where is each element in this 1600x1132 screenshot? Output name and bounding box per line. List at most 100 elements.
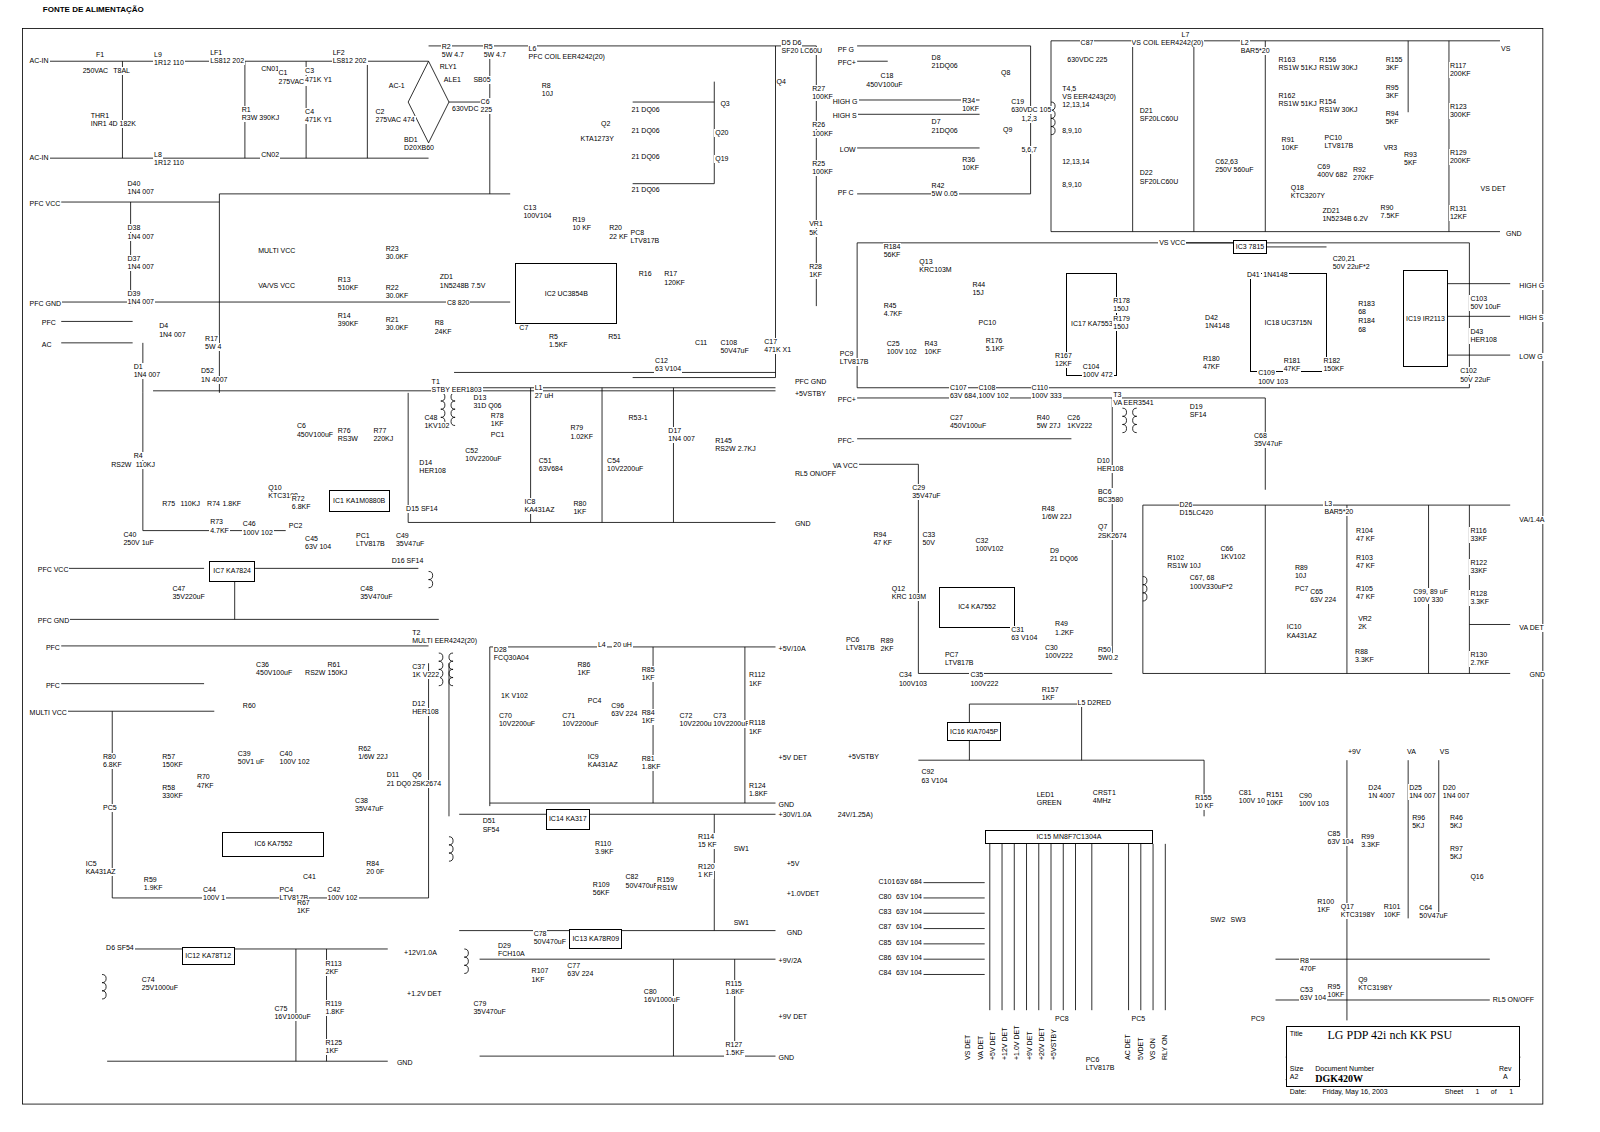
schematic-label: 33KF: [1469, 567, 1488, 575]
schematic-label: PFC-: [837, 437, 855, 445]
schematic-label: PC9: [1250, 1015, 1266, 1023]
schematic-label: FCQ30A04: [493, 654, 530, 662]
schematic-label: 1.8KF: [324, 1008, 345, 1016]
schematic-label: 150J: [1112, 305, 1129, 313]
schematic-label: R57: [161, 753, 176, 761]
schematic-label: R70: [196, 773, 211, 781]
schematic-label: 2SK2674: [1097, 532, 1128, 540]
schematic-label: Q3: [719, 100, 730, 108]
schematic-label: 1.8KF: [748, 790, 769, 798]
ic-label: of: [1491, 1088, 1497, 1096]
schematic-label: 63V 684: [895, 878, 923, 886]
schematic-label: PC5: [102, 804, 118, 812]
schematic-label: R67: [296, 899, 311, 907]
schematic-label: R78: [490, 412, 505, 420]
schematic-label: 2KF: [324, 968, 339, 976]
schematic-label: 5W0.2: [1097, 654, 1119, 662]
schematic-label: PFC COIL EER4242(20): [528, 53, 606, 61]
schematic-label: +30V/1.0A: [778, 811, 813, 819]
schematic-label: 1.02KF: [569, 433, 594, 441]
schematic-label: Q8: [1000, 69, 1011, 77]
schematic-label: VA DET: [977, 1035, 985, 1061]
schematic-label: C85: [1327, 830, 1342, 838]
schematic-label: 5W 4.7: [441, 51, 465, 59]
schematic-label: R13: [337, 276, 352, 284]
schematic-label: 5KJ: [1449, 822, 1463, 830]
schematic-label: C53: [1299, 986, 1314, 994]
ic-box: IC6 KA7552: [222, 832, 324, 858]
schematic-label: C77: [566, 962, 581, 970]
schematic-label: VS EER4243(20): [1061, 93, 1117, 101]
schematic-label: 100V 472: [1082, 371, 1114, 379]
schematic-label: AC-IN: [29, 154, 50, 162]
schematic-label: C37: [411, 663, 426, 671]
schematic-label: C48: [359, 585, 374, 593]
schematic-label: 50V47uF: [1418, 912, 1448, 920]
schematic-label: R75: [161, 500, 176, 508]
schematic-label: 450V100uF: [865, 81, 903, 89]
schematic-label: 390KF: [337, 320, 360, 328]
schematic-label: C87: [878, 923, 893, 931]
schematic-label: R105: [1355, 585, 1374, 593]
schematic-label: R50: [1097, 646, 1112, 654]
schematic-label: 1N4 007: [127, 298, 155, 306]
schematic-label: 100KF: [811, 93, 834, 101]
schematic-label: 47KF: [1283, 365, 1302, 373]
schematic-label: RL5 ON/OFF: [794, 470, 837, 478]
schematic-label: RS2W: [714, 445, 736, 453]
schematic-label: +9V: [1347, 748, 1362, 756]
schematic-label: R5: [483, 43, 494, 51]
schematic-label: F1: [95, 51, 105, 59]
schematic-label: 1.5KF: [724, 1049, 745, 1057]
schematic-label: R28: [808, 263, 823, 271]
schematic-label: LTV817B: [1323, 142, 1354, 150]
schematic-label: 5KF: [1385, 118, 1400, 126]
schematic-label: 1KF: [531, 976, 546, 984]
schematic-label: 1.9KF: [143, 884, 164, 892]
schematic-label: 31D Q06: [472, 402, 502, 410]
transformer-coil: [102, 102, 1147, 999]
schematic-label: PC6: [845, 636, 861, 644]
schematic-label: C82: [624, 873, 639, 881]
schematic-label: 10V2200uF: [679, 720, 717, 728]
schematic-label: D7: [931, 118, 942, 126]
schematic-label: PC4: [587, 697, 603, 705]
schematic-label: 5.1KF: [985, 345, 1006, 353]
schematic-label: 4.7KF: [209, 527, 230, 535]
schematic-label: R80: [572, 500, 587, 508]
schematic-label: PC4: [279, 886, 295, 894]
schematic-label: 30.0KF: [385, 253, 410, 261]
ic-label: Document Number: [1315, 1065, 1374, 1073]
schematic-label: 35V47uF: [911, 492, 941, 500]
ic-box: IC15 MN8F7C1304A: [985, 830, 1153, 844]
schematic-label: RS1W 30KJ: [1318, 64, 1358, 72]
schematic-label: R16: [638, 270, 653, 278]
schematic-label: +20V DET: [1038, 1027, 1046, 1062]
schematic-label: R17: [663, 270, 678, 278]
schematic-label: 5KJ: [1449, 853, 1463, 861]
schematic-label: C48: [423, 414, 438, 422]
schematic-label: R184: [883, 243, 902, 251]
wire: [41, 46, 817, 531]
schematic-label: 16V1000uF: [643, 996, 681, 1004]
schematic-label: L6: [528, 45, 538, 53]
schematic-label: R155: [1194, 794, 1213, 802]
schematic-label: 3.3KF: [1469, 598, 1490, 606]
schematic-label: C80: [878, 893, 893, 901]
schematic-label: 2.7KF: [1469, 659, 1490, 667]
schematic-label: 6.8KF: [291, 503, 312, 511]
schematic-label: C19: [1010, 98, 1025, 106]
schematic-label: C42: [327, 886, 342, 894]
schematic-label: 10 KF: [571, 224, 592, 232]
schematic-label: STBY EER1803: [431, 386, 483, 394]
schematic-label: 25V1000uF: [141, 984, 179, 992]
schematic-label: R157: [1041, 686, 1060, 694]
ic-label: IC19 IR2113: [1406, 315, 1445, 323]
schematic-label: 100V 1: [202, 894, 226, 902]
schematic-label: LTV817B: [845, 644, 876, 652]
schematic-label: C6: [480, 98, 491, 106]
ic-label: 1: [1475, 1088, 1479, 1096]
schematic-label: R94: [872, 531, 887, 539]
schematic-label: 16V1000uF: [273, 1013, 311, 1021]
schematic-label: C36: [255, 661, 270, 669]
